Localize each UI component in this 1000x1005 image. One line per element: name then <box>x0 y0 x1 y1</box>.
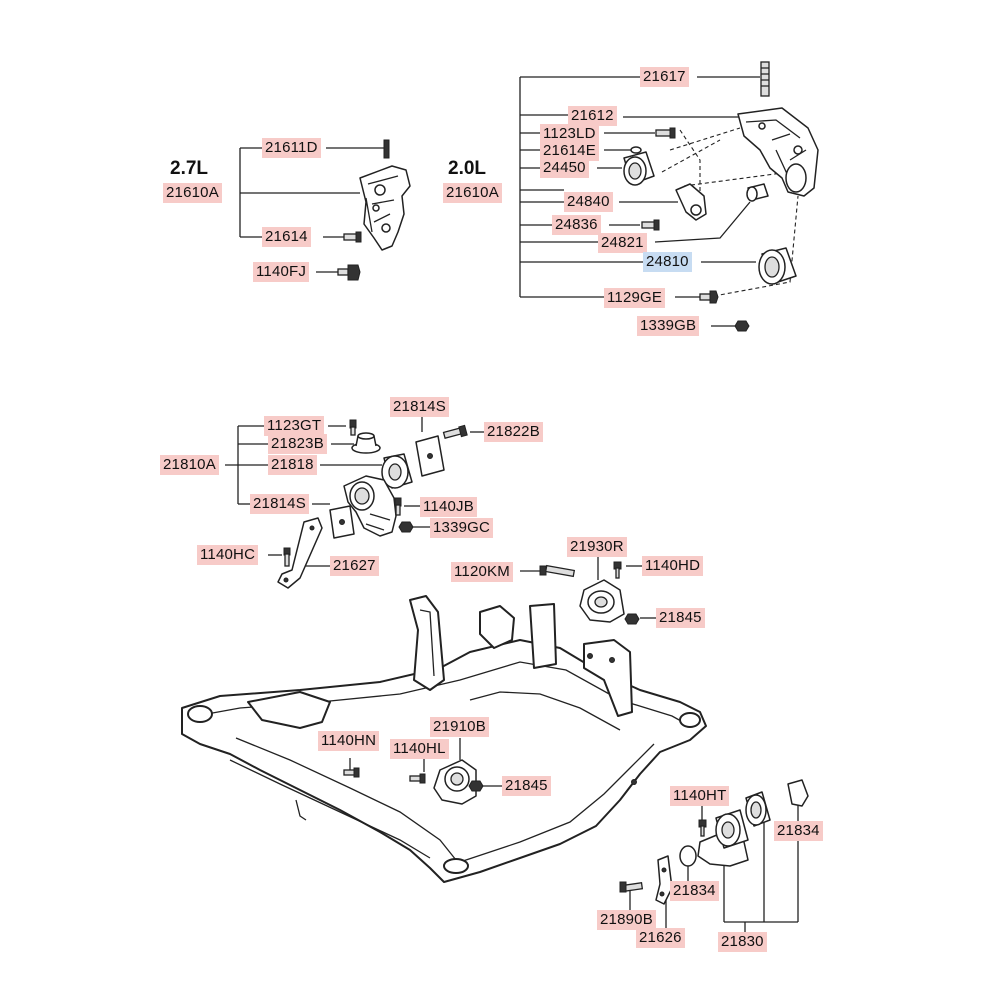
subframe-drawing <box>181 595 707 883</box>
bracket-21830-drawing <box>697 809 749 867</box>
nut-1339gc-drawing <box>398 521 414 533</box>
insulator-21830-drawing <box>745 791 771 827</box>
bolt-1140hl-drawing <box>409 773 426 784</box>
bolt-21890b-drawing <box>619 881 644 893</box>
leader-lines-2-7l <box>239 147 385 273</box>
stud-21611d-drawing <box>383 139 390 159</box>
mount-21930r-drawing <box>579 579 625 623</box>
bolt-1140hd-drawing <box>613 561 622 579</box>
tensioner-24840-drawing <box>675 183 707 221</box>
part-label-1140ht[interactable]: 1140HT <box>670 786 730 806</box>
part-label-21834-left[interactable]: 21834 <box>670 881 719 901</box>
part-label-21830[interactable]: 21830 <box>718 932 767 952</box>
part-label-21930r[interactable]: 21930R <box>567 537 627 557</box>
engine-label-2-7l: 2.7L <box>170 158 209 179</box>
part-label-1140hc[interactable]: 1140HC <box>197 545 259 565</box>
part-label-21814s-upper[interactable]: 21814S <box>390 397 449 417</box>
mount-24810-drawing <box>758 247 797 285</box>
part-label-21834-right[interactable]: 21834 <box>774 821 823 841</box>
bolt-1120km-drawing <box>539 564 576 578</box>
part-label-21614[interactable]: 21614 <box>262 227 311 247</box>
nut-21845-a-drawing <box>624 613 640 625</box>
bushing-24450-drawing <box>623 151 655 186</box>
bracket-21610a-2-7l-drawing <box>359 165 411 251</box>
leader-lines-21910b <box>349 738 502 787</box>
bracket-21627-drawing <box>277 517 323 589</box>
leader-lines-21930r <box>520 556 656 619</box>
bushing-24821-drawing <box>746 183 769 202</box>
part-label-1140hl[interactable]: 1140HL <box>390 739 449 759</box>
part-label-1140hd[interactable]: 1140HD <box>642 556 704 576</box>
bolt-21822b-drawing <box>442 424 468 440</box>
mount-21910b-drawing <box>433 759 477 805</box>
part-label-21611d[interactable]: 21611D <box>262 138 321 158</box>
part-label-21822b[interactable]: 21822B <box>484 422 543 442</box>
part-label-1140hn[interactable]: 1140HN <box>318 731 380 751</box>
bolt-1129ge-drawing <box>699 290 719 304</box>
bolt-21614-drawing <box>343 231 362 243</box>
stopper-21823b-drawing <box>351 432 381 454</box>
part-label-21910b[interactable]: 21910B <box>430 717 489 737</box>
part-label-24840[interactable]: 24840 <box>564 192 613 212</box>
washer-21614e-drawing <box>630 146 642 154</box>
part-label-21612[interactable]: 21612 <box>568 106 617 126</box>
leader-lines-21810a <box>225 417 484 567</box>
part-label-1339gb[interactable]: 1339GB <box>637 316 700 336</box>
bolt-1140hc-drawing <box>283 547 291 567</box>
stopper-21834-left-drawing <box>679 845 697 867</box>
part-label-21823b[interactable]: 21823B <box>268 434 327 454</box>
plate-21814s-lower-drawing <box>329 505 355 539</box>
part-label-1123gt[interactable]: 1123GT <box>264 416 325 436</box>
stopper-21834-right-drawing <box>787 779 809 807</box>
bolt-1140jb-drawing <box>394 497 402 516</box>
insulator-21818-drawing <box>381 453 413 489</box>
bolt-1123ld-drawing <box>655 127 676 139</box>
part-label-21610a-2-7l[interactable]: 21610A <box>163 183 222 203</box>
bracket-21810a-drawing <box>343 475 397 537</box>
bracket-21612-drawing <box>737 107 819 197</box>
engine-label-2-0l: 2.0L <box>448 158 487 179</box>
bolt-1140ht-drawing <box>698 819 707 837</box>
part-label-21810a[interactable]: 21810A <box>160 455 219 475</box>
part-label-24821[interactable]: 24821 <box>598 233 647 253</box>
part-label-21890b[interactable]: 21890B <box>597 910 656 930</box>
part-label-1339gc[interactable]: 1339GC <box>430 518 494 538</box>
part-label-21617[interactable]: 21617 <box>640 67 689 87</box>
nut-21845-b-drawing <box>468 780 484 792</box>
plate-21814s-upper-drawing <box>415 435 445 477</box>
part-label-21610a-2-0l[interactable]: 21610A <box>443 183 502 203</box>
part-label-24836[interactable]: 24836 <box>552 215 601 235</box>
part-label-1140jb[interactable]: 1140JB <box>420 497 477 517</box>
stud-21617-drawing <box>760 61 770 97</box>
part-label-24450[interactable]: 24450 <box>540 158 589 178</box>
nut-1339gb-drawing <box>734 320 750 332</box>
bolt-1123gt-drawing <box>349 419 357 436</box>
part-label-21614e[interactable]: 21614E <box>540 141 599 161</box>
part-label-21845-b[interactable]: 21845 <box>502 776 551 796</box>
part-label-1140fj[interactable]: 1140FJ <box>253 262 310 282</box>
part-label-21626[interactable]: 21626 <box>636 928 685 948</box>
dashed-assembly-lines-2-0l <box>661 127 799 297</box>
part-label-1120km[interactable]: 1120KM <box>451 562 513 582</box>
bolt-1140hn-drawing <box>343 767 360 778</box>
bolt-24836-drawing <box>641 219 660 231</box>
part-label-21845-a[interactable]: 21845 <box>656 608 705 628</box>
bracket-21626-drawing <box>655 855 673 905</box>
part-label-21627[interactable]: 21627 <box>330 556 379 576</box>
part-label-1123ld[interactable]: 1123LD <box>540 124 599 144</box>
part-label-1129ge[interactable]: 1129GE <box>604 288 666 308</box>
bolt-1140fj-drawing <box>337 264 361 281</box>
part-label-21818[interactable]: 21818 <box>268 455 317 475</box>
leader-lines-2-0l <box>519 76 760 327</box>
part-label-24810[interactable]: 24810 <box>643 252 692 272</box>
part-label-21814s-lower[interactable]: 21814S <box>250 494 309 514</box>
